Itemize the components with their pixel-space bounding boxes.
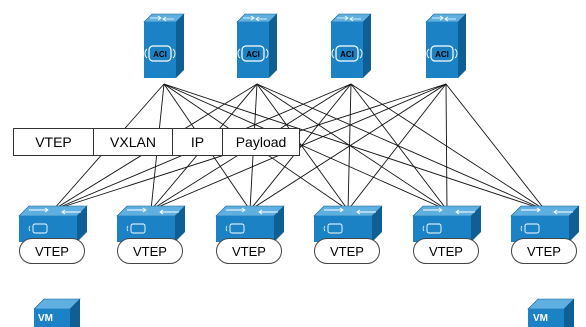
vm-cube: [33, 298, 81, 327]
aci-badge-text: ACI: [246, 50, 260, 59]
fabric-link: [350, 83, 546, 211]
fabric-link: [163, 83, 448, 211]
spine-switch: ACI: [236, 13, 278, 78]
vm-label: VM: [533, 313, 548, 324]
fabric-link: [350, 83, 448, 211]
header-field-vtep: VTEP: [35, 134, 72, 150]
leaf-switch: [510, 205, 580, 242]
leaf-switches: [18, 205, 580, 242]
aci-badge-text: ACI: [153, 50, 167, 59]
leaf-vtep-label: VTEP: [314, 238, 380, 264]
spine-switch: ACI: [425, 13, 467, 78]
header-field-vxlan: VXLAN: [93, 129, 172, 155]
fabric-link: [249, 83, 352, 211]
spine-switch: ACI: [330, 13, 372, 78]
leaf-switch: [313, 205, 383, 242]
fabric-link: [347, 83, 447, 211]
leaf-vtep-label: VTEP: [511, 238, 577, 264]
leaf-vtep-label: VTEP: [413, 238, 479, 264]
header-field-payload: Payload: [222, 129, 299, 155]
vm-label: VM: [38, 313, 53, 324]
aci-badge-text: ACI: [435, 50, 449, 59]
vxlan-header: VTEP VXLAN IP Payload: [13, 128, 300, 156]
fabric-link: [256, 83, 546, 211]
fabric-link: [249, 83, 447, 211]
virtual-machines: [33, 298, 575, 327]
leaf-switch: [116, 205, 186, 242]
leaf-vtep-label: VTEP: [19, 238, 85, 264]
fabric-link: [163, 83, 546, 211]
leaf-switch: [215, 205, 285, 242]
header-field-ip: IP: [172, 129, 222, 155]
spine-switch: ACI: [143, 13, 185, 78]
vm-cube: [527, 298, 575, 327]
leaf-switch: [412, 205, 482, 242]
fabric-link: [445, 83, 448, 211]
fabric-link: [256, 83, 448, 211]
fabric-link: [445, 83, 546, 211]
leaf-vtep-label: VTEP: [216, 238, 282, 264]
spine-switches: ACI ACI ACI ACI: [143, 13, 467, 78]
fabric-link: [347, 83, 352, 211]
leaf-switch: [18, 205, 88, 242]
leaf-vtep-label: VTEP: [117, 238, 183, 264]
aci-badge-text: ACI: [340, 50, 354, 59]
fabric-link: [256, 83, 349, 211]
